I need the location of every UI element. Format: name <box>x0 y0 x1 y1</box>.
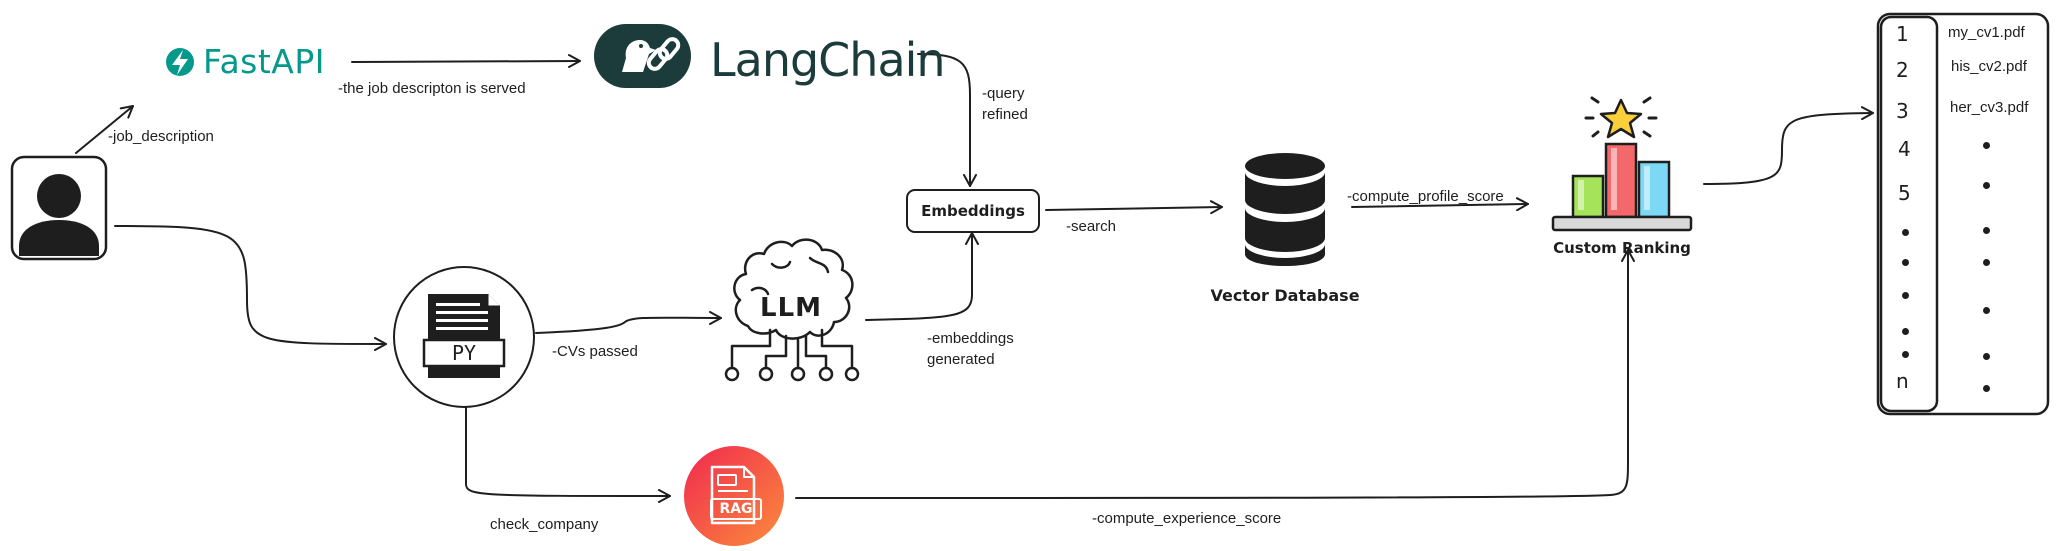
user-icon <box>10 155 108 261</box>
arrow-rag-to-ranking <box>795 249 1635 499</box>
rag-file-icon <box>684 446 784 546</box>
fastapi-label: FastAPI <box>203 42 326 81</box>
arrow-vectordb-to-ranking <box>1351 197 1529 212</box>
rank-number-2: 2 <box>1896 58 1909 82</box>
file-ellipsis-dot <box>1983 307 1990 314</box>
arrow-ranking-to-list <box>1703 106 1874 185</box>
ranked-file-1: my_cv1.pdf <box>1948 24 2025 41</box>
ranked-file-3: her_cv3.pdf <box>1950 99 2029 116</box>
arrow-langchain-to-embeddings <box>917 53 977 187</box>
arrow-embeddings-to-vectordb <box>1045 200 1223 215</box>
langchain-logo-icon <box>594 24 691 88</box>
edge-label-check-company: check_company <box>490 516 599 533</box>
langchain-label: LangChain <box>710 33 946 87</box>
edge-label-cvs-passed: -CVs passed <box>552 343 638 360</box>
file-ellipsis-dot <box>1983 385 1990 392</box>
edge-label-compute-experience-score: -compute_experience_score <box>1092 510 1282 527</box>
rank-ellipsis-dot <box>1902 259 1909 266</box>
rank-number-4: 4 <box>1898 137 1911 161</box>
llm-brain-icon <box>724 238 860 382</box>
llm-label: LLM <box>760 293 823 323</box>
arrow-py-to-llm <box>535 310 722 334</box>
vector-db-label: Vector Database <box>1210 286 1360 305</box>
file-ellipsis-dot <box>1983 142 1990 149</box>
ranking-list-frame <box>1876 12 2050 416</box>
edge-label-embeddings: -embeddings <box>927 330 1014 347</box>
ranking-podium-icon <box>1551 96 1693 232</box>
ranked-file-2: his_cv2.pdf <box>1951 58 2027 75</box>
database-icon <box>1245 153 1325 266</box>
rag-label: RAG <box>710 498 762 520</box>
arrow-llm-to-embeddings <box>865 232 979 321</box>
edge-label-job-served: -the job descripton is served <box>338 80 526 97</box>
edge-label-job-description: -job_description <box>108 128 214 145</box>
edge-label-generated: generated <box>927 351 995 368</box>
edge-label-query: -query <box>982 85 1025 102</box>
rank-number-n: n <box>1896 369 1909 393</box>
file-ellipsis-dot <box>1983 227 1990 234</box>
fastapi-logo-icon <box>166 48 194 76</box>
file-ellipsis-dot <box>1983 259 1990 266</box>
edge-label-refined: refined <box>982 106 1028 123</box>
arrow-user-to-py <box>114 225 387 351</box>
file-ellipsis-dot <box>1983 353 1990 360</box>
file-ellipsis-dot <box>1983 182 1990 189</box>
rank-number-5: 5 <box>1898 181 1911 205</box>
rank-number-3: 3 <box>1896 99 1909 123</box>
rank-ellipsis-dot <box>1902 351 1909 358</box>
rank-ellipsis-dot <box>1902 328 1909 335</box>
arrow-fastapi-to-langchain <box>351 54 581 69</box>
rank-ellipsis-dot <box>1902 229 1909 236</box>
arrow-user-to-fastapi <box>75 105 134 154</box>
embeddings-box <box>906 189 1040 233</box>
arrow-py-to-rag <box>465 406 671 503</box>
py-file-icon <box>393 266 535 408</box>
custom-ranking-label: Custom Ranking <box>1553 239 1691 257</box>
rank-ellipsis-dot <box>1902 292 1909 299</box>
edge-label-compute-profile-score: -compute_profile_score <box>1347 188 1504 205</box>
edge-label-search: -search <box>1066 218 1117 235</box>
rank-number-1: 1 <box>1896 22 1909 46</box>
py-label: PY <box>451 341 477 365</box>
embeddings-label: Embeddings <box>921 202 1025 220</box>
